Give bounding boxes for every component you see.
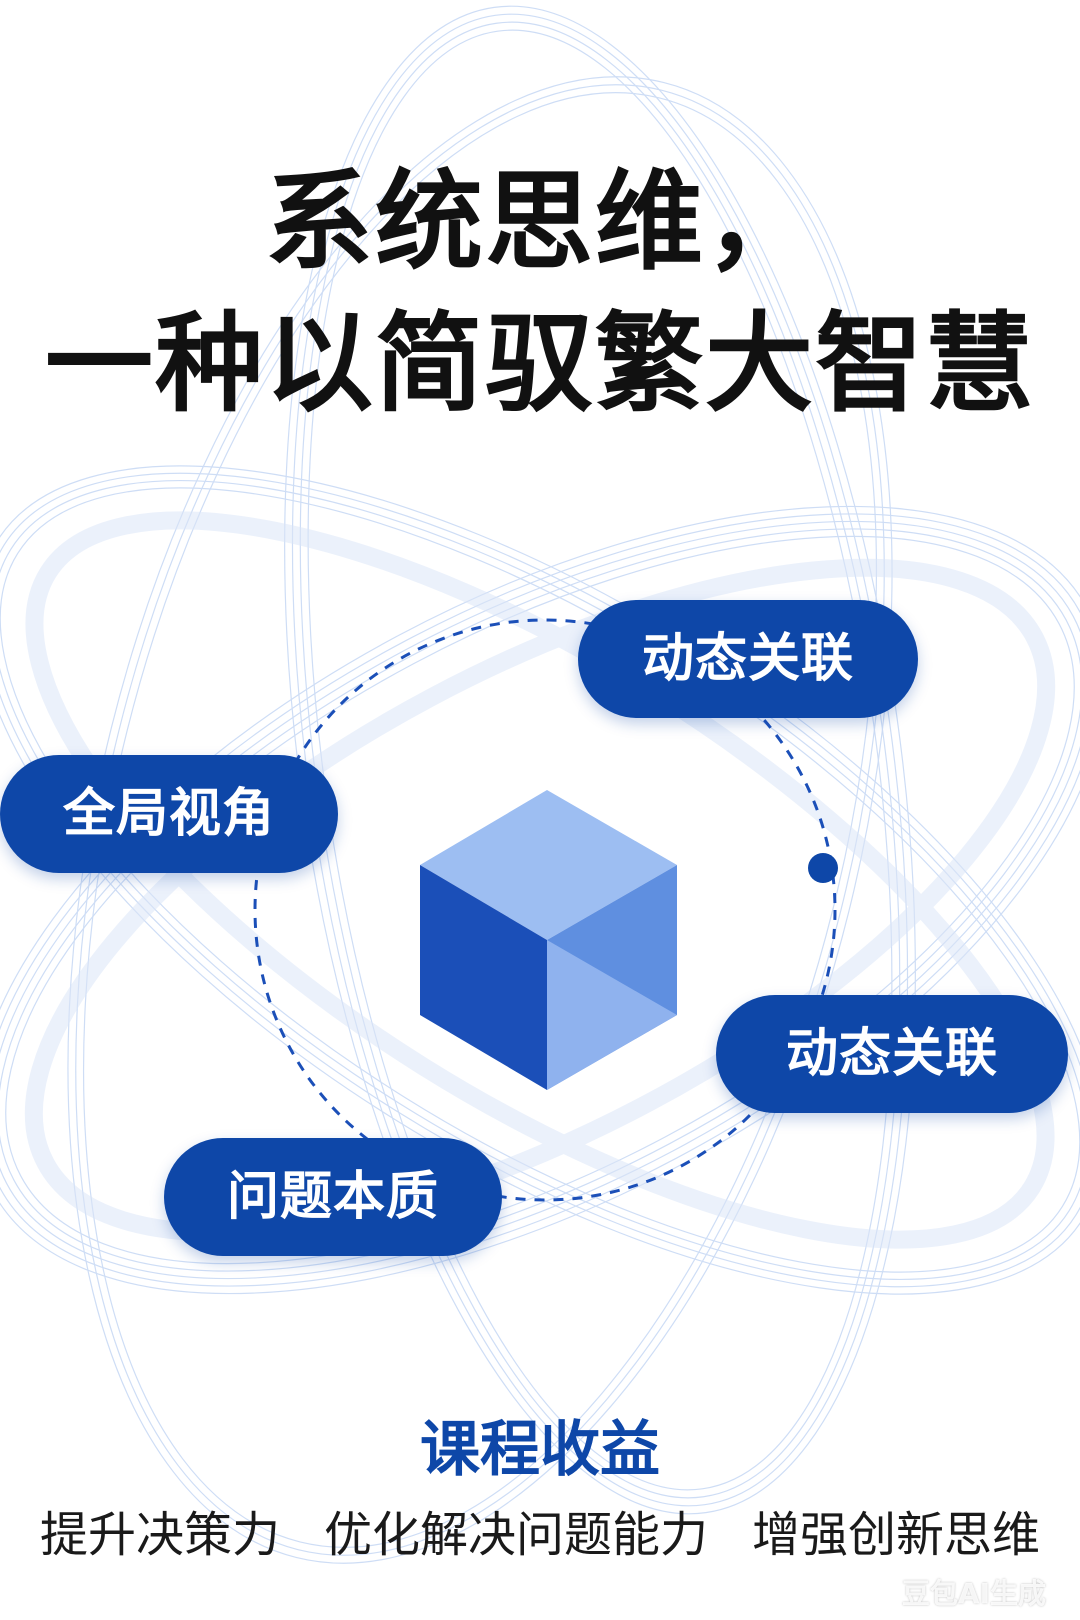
- benefits-heading: 课程收益: [420, 1415, 660, 1485]
- page-title-line-1: 系统思维，: [264, 160, 815, 285]
- benefit-item: 增强创新思维: [752, 1507, 1041, 1563]
- label-global-view: 全局视角: [0, 755, 338, 873]
- benefits-list: 提升决策力 优化解决问题能力 增强创新思维: [0, 1500, 1080, 1570]
- benefit-item: 优化解决问题能力: [323, 1507, 708, 1563]
- page-title-line-2: 一种以简驭繁大智慧: [44, 302, 1035, 427]
- label-problem-essence: 问题本质: [164, 1138, 502, 1256]
- dashed-orbit: [253, 618, 837, 1202]
- orbit-dot: [808, 853, 838, 883]
- label-dynamic-link-top: 动态关联: [578, 600, 918, 718]
- watermark: 豆包AI生成: [901, 1577, 1046, 1610]
- benefit-item: 提升决策力: [39, 1507, 280, 1563]
- cube-icon: [420, 790, 677, 1090]
- label-dynamic-link-right: 动态关联: [716, 995, 1068, 1113]
